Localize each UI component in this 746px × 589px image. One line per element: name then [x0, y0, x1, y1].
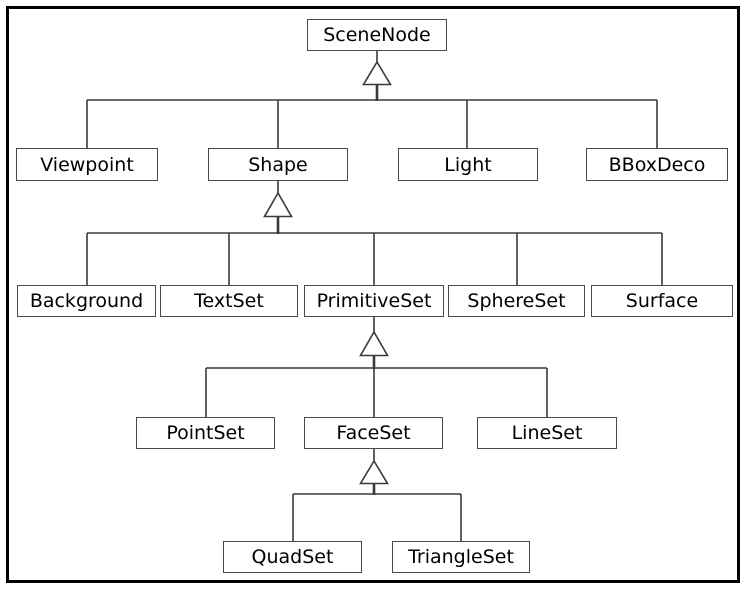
node-surface: Surface: [591, 285, 733, 317]
node-quadset: QuadSet: [223, 541, 362, 573]
node-faceset: FaceSet: [304, 417, 443, 449]
inheritance-arrow-icon: [263, 191, 293, 218]
node-scenenode: SceneNode: [307, 19, 447, 51]
connector-line: [205, 317, 548, 417]
node-bboxdeco: BBoxDeco: [586, 148, 728, 181]
inheritance-arrow-icon: [359, 459, 389, 485]
node-viewpoint: Viewpoint: [16, 148, 158, 181]
node-triangleset: TriangleSet: [392, 541, 530, 573]
connector-line: [86, 51, 658, 148]
node-background: Background: [17, 285, 156, 317]
edge-primitiveset-children: [205, 317, 548, 417]
node-light: Light: [398, 148, 538, 181]
node-sphereset: SphereSet: [448, 285, 585, 317]
node-pointset: PointSet: [136, 417, 275, 449]
node-primitiveset: PrimitiveSet: [304, 285, 444, 317]
connector-line: [292, 449, 462, 541]
inheritance-arrow-icon: [362, 60, 392, 86]
node-textset: TextSet: [160, 285, 298, 317]
node-lineset: LineSet: [477, 417, 617, 449]
diagram-frame: [6, 6, 740, 583]
node-shape: Shape: [208, 148, 348, 181]
edge-faceset-children: [292, 449, 462, 541]
inheritance-arrow-icon: [359, 330, 389, 357]
edge-scenenode-children: [86, 51, 658, 148]
edge-shape-children: [86, 181, 663, 285]
connector-line: [86, 181, 663, 285]
